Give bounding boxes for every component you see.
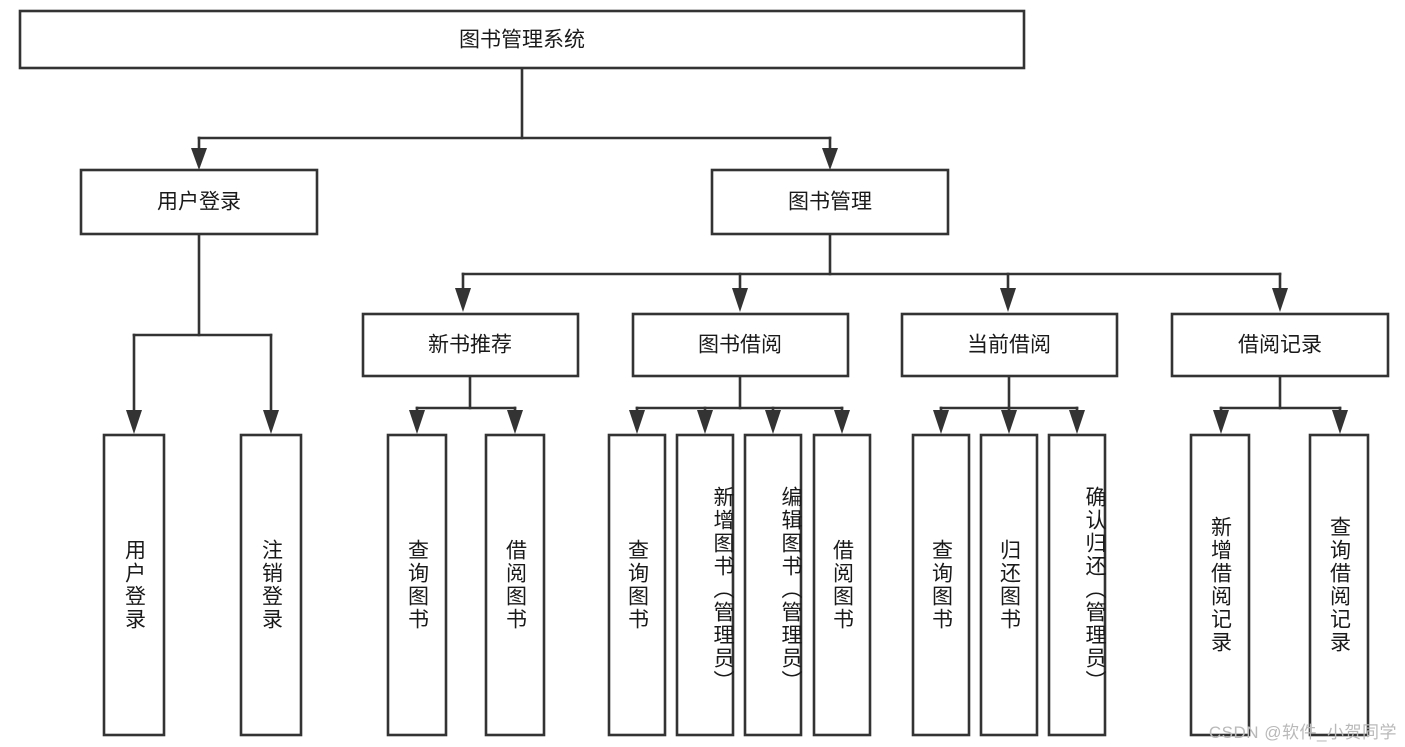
arrow-head-book-borrow: [732, 288, 748, 312]
watermark-text: CSDN @软件_小贺同学: [1208, 723, 1397, 742]
node-book-management-label: 图书管理: [788, 191, 872, 214]
node-user-login-label: 用户登录: [157, 191, 241, 214]
arrow-head-leaf-borrow-book-2: [834, 410, 850, 434]
node-layer: 图书管理系统 用户登录 图书管理 新书推荐 图书借阅 当前借阅 借阅记录: [18, 9, 1390, 737]
leaf-box-return-book[interactable]: [979, 433, 1039, 737]
node-current-borrow[interactable]: 当前借阅: [900, 312, 1119, 378]
node-root[interactable]: 图书管理系统: [18, 9, 1026, 70]
arrow-head-leaf-logout-login: [263, 410, 279, 434]
leaf-box-query-book-1[interactable]: [386, 433, 448, 737]
node-borrow-record-label: 借阅记录: [1238, 334, 1322, 357]
node-user-login[interactable]: 用户登录: [79, 168, 319, 236]
node-root-label: 图书管理系统: [459, 29, 585, 52]
node-current-borrow-label: 当前借阅: [967, 334, 1051, 357]
arrow-head-leaf-return-book: [1001, 410, 1017, 434]
arrow-head-leaf-query-book-2: [629, 410, 645, 434]
node-book-management[interactable]: 图书管理: [710, 168, 950, 236]
node-book-borrow-label: 图书借阅: [698, 334, 782, 357]
arrow-head-leaf-borrow-book-1: [507, 410, 523, 434]
leaf-box-borrow-book-1[interactable]: [484, 433, 546, 737]
arrow-head-leaf-query-book-1: [409, 410, 425, 434]
arrow-head-leaf-add-book: [697, 410, 713, 434]
leaf-box-logout-login[interactable]: [239, 433, 303, 737]
leaf-box-query-borrow-record[interactable]: [1308, 433, 1370, 737]
leaf-box-borrow-book-2[interactable]: [812, 433, 872, 737]
arrow-head-leaf-user-login: [126, 410, 142, 434]
arrow-head-leaf-confirm-return: [1069, 410, 1085, 434]
connector-layer: [126, 66, 1348, 434]
arrow-head-leaf-edit-book: [765, 410, 781, 434]
arrow-head-leaf-query-borrow-record: [1332, 410, 1348, 434]
arrow-head-leaf-query-book-3: [933, 410, 949, 434]
leaf-box-user-login[interactable]: [102, 433, 166, 737]
leaf-box-add-book[interactable]: [675, 433, 735, 737]
arrow-head-book-management: [822, 148, 838, 170]
node-new-book-recommend-label: 新书推荐: [428, 334, 512, 357]
arrow-head-user-login: [191, 148, 207, 170]
arrow-head-borrow-record: [1272, 288, 1288, 312]
leaf-box-edit-book[interactable]: [743, 433, 803, 737]
arrow-head-leaf-add-borrow-record: [1213, 410, 1229, 434]
leaf-box-add-borrow-record[interactable]: [1189, 433, 1251, 737]
leaf-box-confirm-return[interactable]: [1047, 433, 1107, 737]
arrow-head-current-borrow: [1000, 288, 1016, 312]
leaf-box-query-book-3[interactable]: [911, 433, 971, 737]
arrow-head-new-book-recommend: [455, 288, 471, 312]
node-new-book-recommend[interactable]: 新书推荐: [361, 312, 580, 378]
node-borrow-record[interactable]: 借阅记录: [1170, 312, 1390, 378]
node-book-borrow[interactable]: 图书借阅: [631, 312, 850, 378]
leaf-box-query-book-2[interactable]: [607, 433, 667, 737]
